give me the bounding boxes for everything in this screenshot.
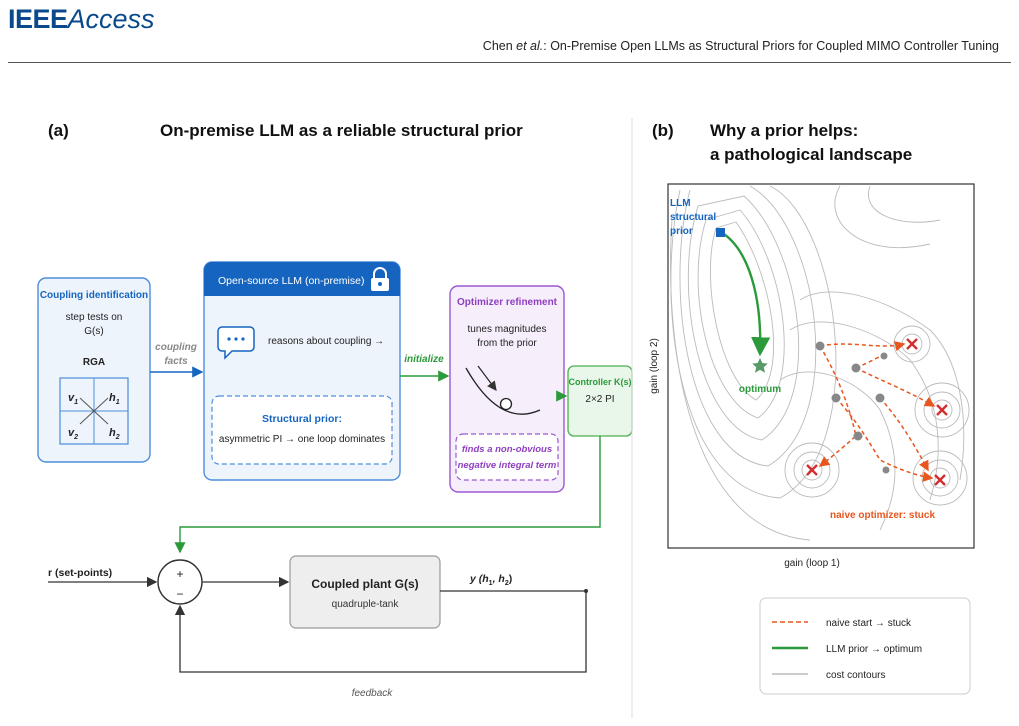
sum-plus: + — [176, 567, 183, 581]
local-minima-rings — [784, 325, 970, 506]
header-rule — [8, 62, 1011, 63]
rga-h1-sub: 1 — [116, 399, 120, 406]
llm-prior-path — [720, 230, 771, 357]
panel-a-label: (a) — [48, 121, 69, 140]
coupling-box — [37, 277, 151, 463]
arrow-initialize-label: initialize — [404, 354, 444, 365]
llm-label3: prior — [670, 226, 693, 237]
legend-label-llm: LLM prior → optimum — [826, 644, 922, 655]
prior-text: asymmetric PI → one loop dominates — [219, 434, 385, 445]
rga-label: RGA — [83, 357, 105, 368]
optimizer-note1: finds a non-obvious — [462, 444, 552, 455]
plant-sub: quadruple-tank — [332, 599, 400, 610]
optimum-label: optimum — [739, 384, 781, 395]
output-end: ) — [509, 573, 513, 585]
feedback-label: feedback — [352, 688, 394, 699]
output-mid: , h — [492, 573, 505, 585]
legend-label-contours: cost contours — [826, 670, 885, 681]
svg-text:v1: v1 — [68, 392, 78, 406]
svg-text:h2: h2 — [109, 427, 120, 441]
running-title: : On-Premise Open LLMs as Structural Pri… — [543, 39, 999, 53]
legend-label-naive: naive start → stuck — [826, 618, 912, 629]
plant-title: Coupled plant G(s) — [311, 577, 418, 591]
controller-to-sum-path — [174, 436, 601, 554]
running-author: Chen — [482, 39, 517, 53]
structural-prior-box — [211, 395, 393, 465]
lock-icon — [371, 267, 389, 291]
naive-start-points — [815, 341, 890, 474]
panel-b-title1: Why a prior helps: — [710, 121, 858, 140]
llm-box-header — [204, 262, 400, 296]
optimizer-note-box — [455, 433, 559, 481]
rga-v1-sub: 1 — [74, 399, 78, 406]
llm-reasons: reasons about coupling → — [268, 336, 384, 347]
stuck-markers — [806, 338, 948, 486]
llm-title: Open-source LLM (on-premise) — [218, 275, 364, 287]
controller-sub: 2×2 PI — [585, 394, 614, 405]
coupling-line2: G(s) — [84, 326, 103, 337]
legend — [759, 597, 971, 695]
plant-box — [289, 555, 441, 629]
cost-contours — [670, 185, 965, 541]
rga-h2-sub: 2 — [115, 434, 120, 441]
journal-name-bold: IEEE — [8, 4, 68, 34]
optimizer-title: Optimizer refinement — [457, 297, 558, 308]
llm-start-marker — [716, 228, 725, 237]
rga-v1: v — [68, 392, 75, 404]
output-y: y (h — [469, 573, 489, 585]
svg-text:h1: h1 — [109, 392, 120, 406]
arrow-coupling-label2: facts — [164, 356, 188, 367]
output-sub2: 2 — [505, 580, 509, 587]
sum-minus: − — [176, 587, 183, 601]
panel-b-label: (b) — [652, 121, 674, 140]
rga-h1: h — [109, 392, 116, 404]
output-sub1: 1 — [489, 580, 493, 587]
panel-a-title: On-premise LLM as a reliable structural … — [160, 121, 523, 140]
optimizer-note2: negative integral term — [458, 460, 557, 471]
svg-text:v2: v2 — [68, 427, 78, 441]
landscape-plot — [667, 183, 975, 549]
setpoints-label: r (set-points) — [48, 567, 112, 579]
optimizer-line2: from the prior — [477, 338, 537, 349]
optimum-star-icon — [752, 358, 768, 373]
panel-b-title2: a pathological landscape — [710, 145, 912, 164]
feedback-path — [174, 591, 587, 673]
arrow-coupling-label1: coupling — [155, 342, 197, 353]
controller-title: Controller K(s) — [569, 377, 632, 387]
llm-label1: LLM — [670, 198, 691, 209]
rga-v2-sub: 2 — [73, 434, 78, 441]
descent-curve-icon — [465, 365, 541, 415]
journal-name-italic: Access — [67, 4, 155, 34]
output-label: y (h1, h2) — [469, 573, 512, 587]
optimizer-line1: tunes magnitudes — [468, 324, 547, 335]
journal-logo: IEEEAccess — [8, 4, 155, 35]
chat-bubble-icon — [217, 326, 255, 360]
llm-label2: structural — [670, 212, 716, 223]
running-etal: et al. — [516, 39, 544, 53]
prior-title: Structural prior: — [262, 413, 342, 425]
rga-h2: h — [109, 427, 116, 439]
rga-v2: v — [68, 427, 75, 439]
coupling-line1: step tests on — [66, 312, 123, 323]
running-header: Chen et al.: On-Premise Open LLMs as Str… — [483, 39, 999, 53]
coupling-title: Coupling identification — [40, 290, 148, 301]
y-axis-label: gain (loop 2) — [649, 338, 660, 394]
x-axis-label: gain (loop 1) — [784, 558, 840, 569]
stuck-label: naive optimizer: stuck — [830, 510, 935, 521]
